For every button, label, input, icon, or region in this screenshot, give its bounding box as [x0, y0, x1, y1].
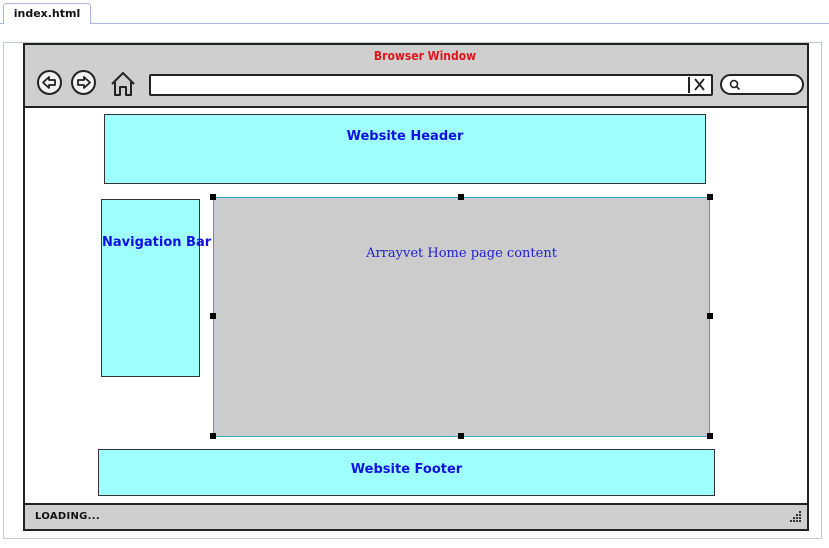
selection-handle-bottom-middle[interactable]: [458, 433, 464, 439]
browser-window-mockup: Browser Window: [23, 43, 809, 531]
website-footer-box[interactable]: Website Footer: [98, 449, 715, 496]
forward-button[interactable]: [71, 70, 96, 95]
browser-content-area: Website Header Navigation Bar Arrayvet H…: [25, 108, 811, 507]
close-icon: [694, 78, 705, 91]
home-content-label: Arrayvet Home page content: [366, 246, 557, 261]
navigation-bar-label: Navigation Bar: [102, 235, 212, 250]
navigation-bar-box[interactable]: Navigation Bar: [101, 199, 211, 377]
search-field[interactable]: [720, 74, 804, 95]
selection-handle-top-left[interactable]: [210, 194, 216, 200]
website-header-box[interactable]: Website Header: [104, 114, 706, 184]
browser-toolbar: Browser Window: [25, 45, 807, 108]
editor-tab-bar: index.html: [0, 0, 829, 24]
selection-handle-middle-right[interactable]: [707, 313, 713, 319]
forward-arrow-icon: [77, 76, 91, 89]
selection-handle-middle-left[interactable]: [210, 313, 216, 319]
selection-handle-top-right[interactable]: [707, 194, 713, 200]
status-text: LOADING...: [35, 511, 100, 522]
selection-handle-top-middle[interactable]: [458, 194, 464, 200]
search-icon: [729, 79, 741, 91]
home-button[interactable]: [109, 70, 137, 98]
selection-handle-bottom-left[interactable]: [210, 433, 216, 439]
tab-index-html[interactable]: index.html: [3, 3, 91, 24]
address-bar[interactable]: [149, 74, 713, 96]
home-icon: [111, 72, 135, 96]
back-arrow-icon: [42, 76, 56, 89]
back-button[interactable]: [37, 70, 62, 95]
selection-handle-bottom-right[interactable]: [707, 433, 713, 439]
home-content-box[interactable]: Arrayvet Home page content: [213, 197, 710, 437]
browser-window-title: Browser Window: [373, 49, 477, 63]
clear-address-button[interactable]: [688, 77, 708, 93]
website-header-label: Website Header: [346, 129, 464, 144]
browser-status-bar: LOADING...: [25, 503, 807, 529]
url-input[interactable]: [153, 77, 687, 95]
website-footer-label: Website Footer: [350, 462, 463, 477]
resize-grip-icon[interactable]: [789, 509, 803, 523]
